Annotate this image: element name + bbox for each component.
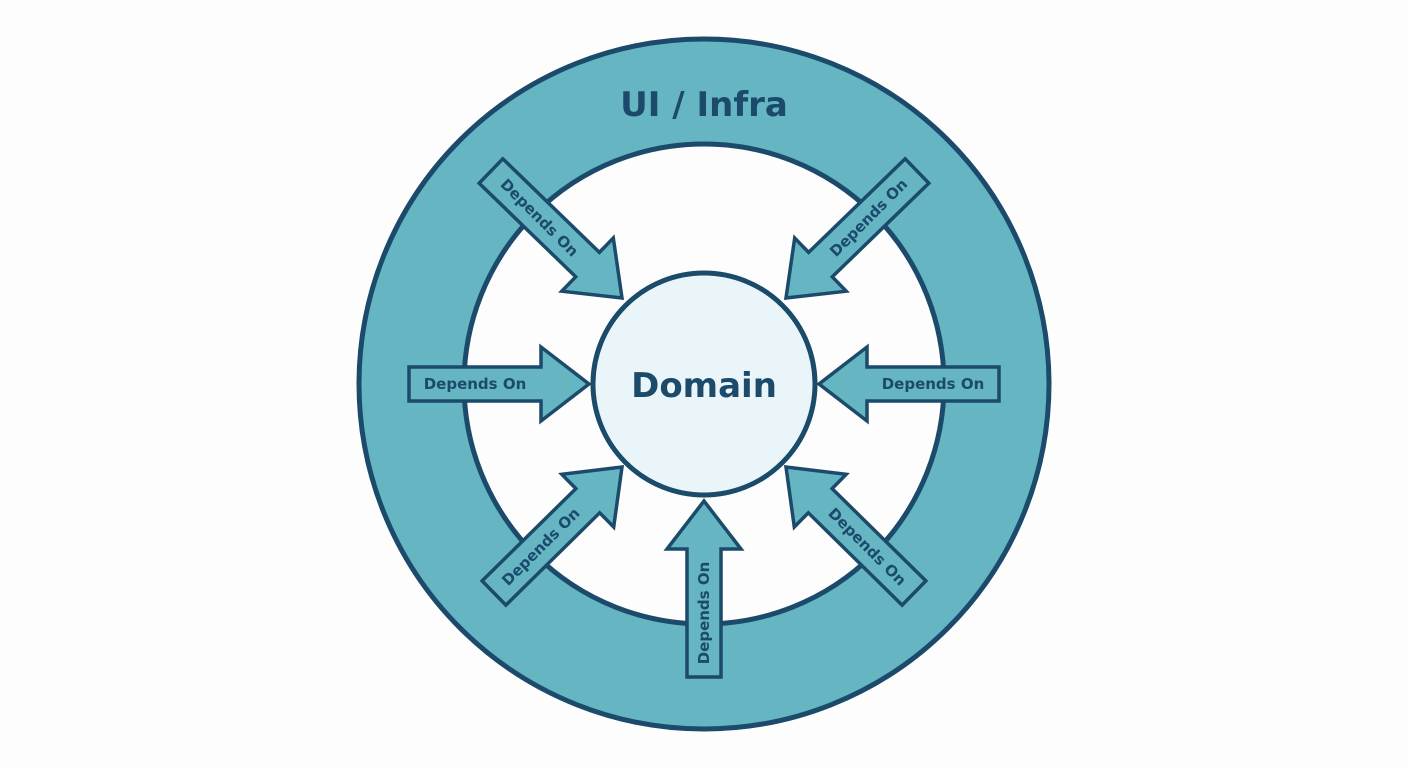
arrow-right	[816, 343, 1001, 425]
arrow-bottom-right	[783, 464, 929, 608]
arrow-top-left	[476, 156, 625, 300]
domain-core	[590, 270, 818, 498]
arrow-bottom-left	[479, 464, 625, 608]
outer-layer-label: UI / Infra	[620, 85, 788, 125]
arrow-bottom	[663, 498, 745, 679]
arrow-label-left: Depends On	[424, 375, 527, 393]
arrow-label-right: Depends On	[882, 375, 985, 393]
arrow-top-right	[783, 156, 932, 300]
domain-label: Domain	[631, 366, 777, 406]
arrow-left	[407, 343, 592, 425]
arrow-label-bottom: Depends On	[695, 562, 713, 665]
